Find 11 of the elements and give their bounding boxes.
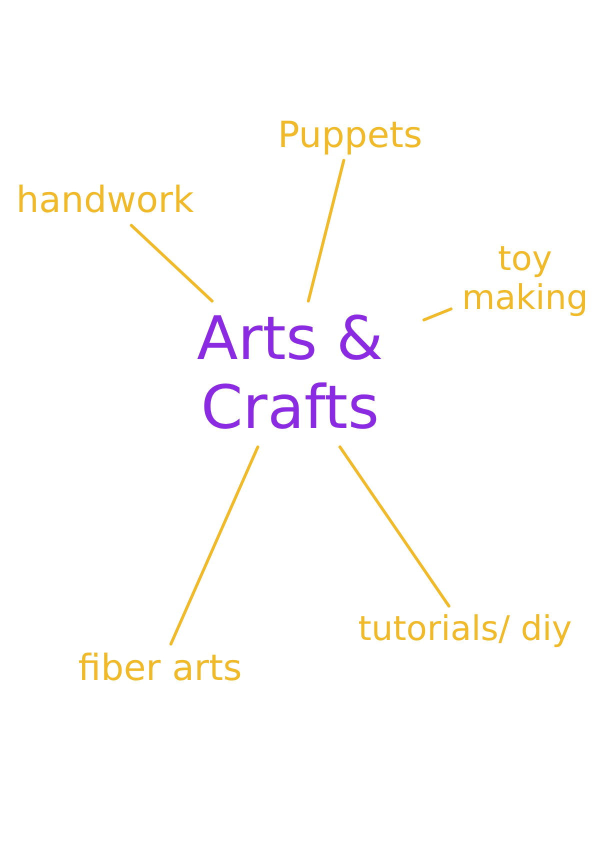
central-topic: Arts & Crafts bbox=[160, 305, 420, 443]
branch-topic: fiber arts bbox=[55, 648, 265, 690]
connector-line bbox=[169, 446, 260, 646]
branch-topic: tutorials/ diy bbox=[355, 610, 575, 650]
connector-line bbox=[422, 307, 452, 322]
connector-line bbox=[130, 224, 214, 302]
branch-topic: toy making bbox=[455, 240, 595, 318]
connector-line bbox=[306, 158, 346, 302]
branch-topic: handwork bbox=[10, 180, 200, 222]
connector-line bbox=[338, 446, 450, 608]
branch-topic: Puppets bbox=[260, 115, 440, 156]
